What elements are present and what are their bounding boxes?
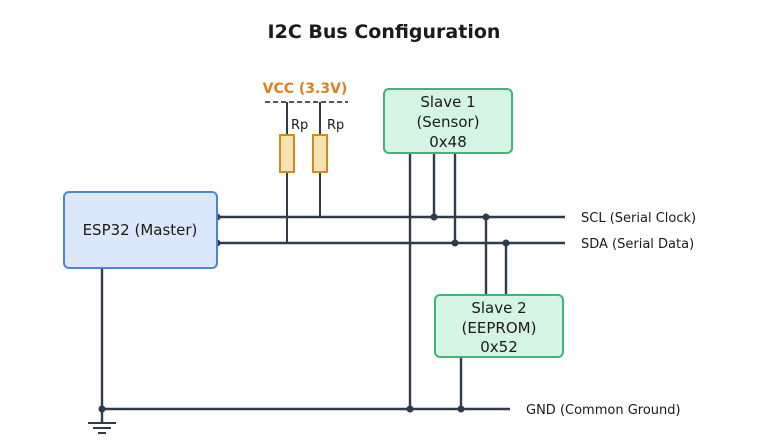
diagram-title: I2C Bus Configuration — [268, 21, 501, 43]
slave2-box — [434, 294, 564, 358]
scl-label: SCL (Serial Clock) — [581, 211, 696, 226]
slave1-name: Slave 1 — [420, 93, 475, 111]
slave1-address: 0x48 — [429, 133, 467, 151]
junction-dot — [482, 213, 490, 221]
slave1-type: (Sensor) — [416, 113, 479, 131]
slave2-type: (EEPROM) — [462, 319, 537, 337]
junction-dot — [502, 239, 510, 247]
pullup-label-1: Rp — [291, 118, 308, 133]
pullup-resistor-1 — [279, 134, 295, 173]
master-label: ESP32 (Master) — [83, 221, 198, 239]
gnd-label: GND (Common Ground) — [526, 403, 681, 418]
pullup-label-2: Rp — [327, 118, 344, 133]
slave2-name: Slave 2 — [471, 299, 526, 317]
ground-icon — [88, 422, 116, 434]
junction-dot — [430, 213, 438, 221]
master-box — [63, 191, 218, 269]
slave2-address: 0x52 — [480, 338, 518, 356]
junction-dot — [457, 405, 465, 413]
junction-dot — [406, 405, 414, 413]
pullup-resistor-2 — [312, 134, 328, 173]
junction-dot — [451, 239, 459, 247]
junction-dot — [98, 405, 106, 413]
vcc-label: VCC (3.3V) — [263, 81, 348, 97]
slave1-box — [383, 88, 513, 154]
sda-label: SDA (Serial Data) — [581, 237, 694, 252]
